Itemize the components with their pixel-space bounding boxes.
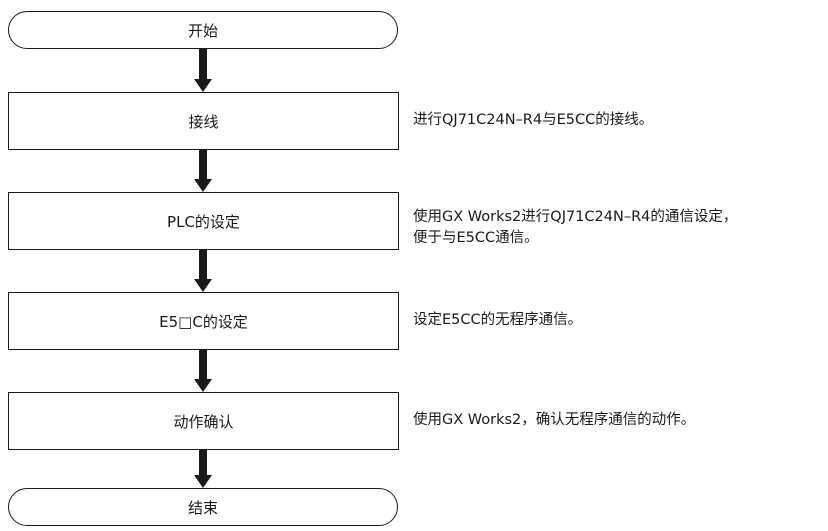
step-4-label: 动作确认 bbox=[173, 412, 234, 431]
step-4-box: 动作确认 bbox=[8, 392, 399, 450]
step-4-description: 使用GX Works2，确认无程序通信的动作。 bbox=[413, 410, 825, 431]
step-3-box: E5□C的设定 bbox=[8, 292, 399, 350]
step-2-box: PLC的设定 bbox=[8, 192, 399, 250]
step-1-label: 接线 bbox=[188, 112, 219, 131]
step-1-description: 进行QJ71C24N–R4与E5CC的接线。 bbox=[413, 110, 825, 131]
start-terminal: 开始 bbox=[8, 11, 398, 49]
arrow-step-4-to-end bbox=[194, 450, 212, 488]
arrow-step-2-to-step-3 bbox=[194, 250, 212, 292]
step-2-description: 使用GX Works2进行QJ71C24N–R4的通信设定， 便于与E5CC通信… bbox=[413, 207, 825, 249]
step-2-label: PLC的设定 bbox=[167, 212, 240, 231]
end-terminal: 结束 bbox=[8, 488, 398, 526]
step-2-description-line-1: 使用GX Works2进行QJ71C24N–R4的通信设定， bbox=[413, 209, 738, 225]
step-4-description-line-1: 使用GX Works2，确认无程序通信的动作。 bbox=[413, 412, 696, 428]
step-3-description-line-1: 设定E5CC的无程序通信。 bbox=[413, 312, 583, 328]
step-2-description-line-2: 便于与E5CC通信。 bbox=[413, 230, 539, 246]
start-label: 开始 bbox=[187, 21, 218, 40]
step-3-label: E5□C的设定 bbox=[159, 312, 248, 331]
step-1-description-line-1: 进行QJ71C24N–R4与E5CC的接线。 bbox=[413, 112, 654, 128]
end-label: 结束 bbox=[187, 498, 218, 517]
arrow-start-to-step-1 bbox=[194, 49, 212, 92]
step-1-box: 接线 bbox=[8, 92, 399, 150]
arrow-step-1-to-step-2 bbox=[194, 150, 212, 192]
arrow-step-3-to-step-4 bbox=[194, 350, 212, 392]
step-3-description: 设定E5CC的无程序通信。 bbox=[413, 310, 825, 331]
